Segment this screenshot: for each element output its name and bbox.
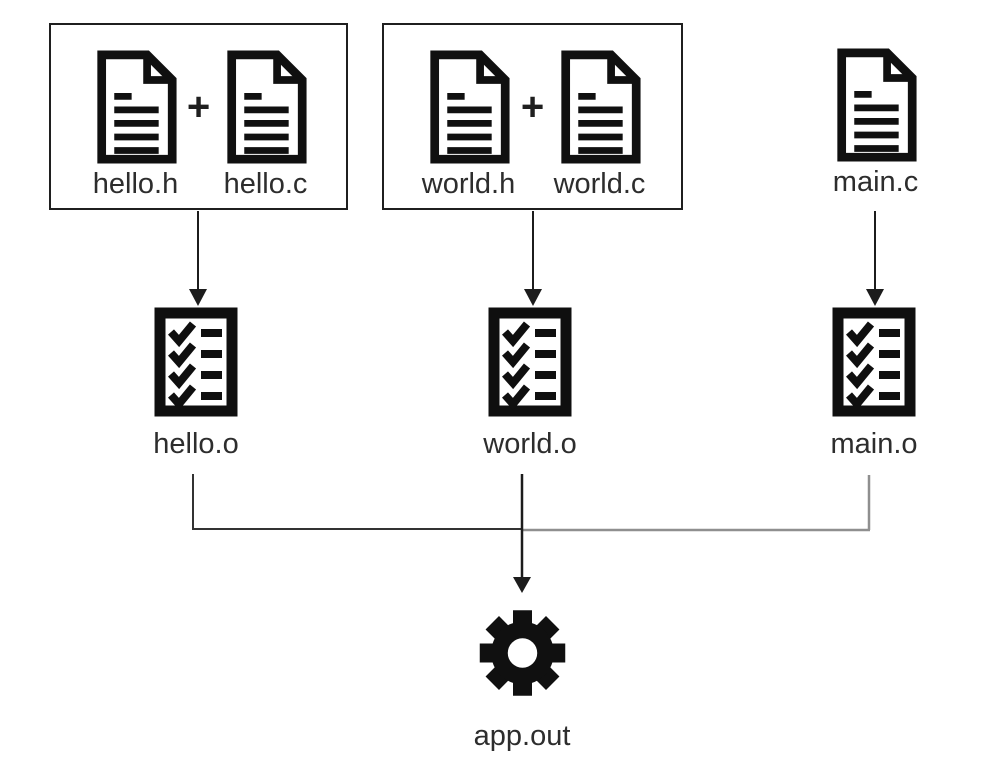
- file-label: main.o: [830, 428, 918, 460]
- gear-icon: [479, 610, 565, 696]
- file-label: app.out: [473, 720, 571, 752]
- file-label: world.h: [421, 168, 516, 200]
- source-file-main-c: main.c: [833, 47, 918, 199]
- checklist-icon: [154, 307, 238, 417]
- arrow-hello-to-hello-o: [189, 211, 207, 306]
- document-icon: [97, 50, 177, 164]
- file-label: hello.o: [153, 428, 239, 460]
- document-icon: [837, 48, 917, 162]
- source-file-hello-h: hello.h: [93, 49, 178, 201]
- checklist-icon: [488, 307, 572, 417]
- output-binary-app-out: app.out: [474, 605, 570, 753]
- file-label: world.o: [483, 428, 577, 460]
- file-label: hello.c: [223, 168, 308, 200]
- source-file-hello-c: hello.c: [223, 49, 308, 201]
- arrow-world-to-world-o: [524, 211, 542, 306]
- source-group-hello: hello.h + hello.c: [49, 23, 348, 210]
- plus-operator: +: [520, 85, 545, 129]
- file-label: hello.h: [92, 168, 179, 200]
- file-label: world.c: [553, 168, 646, 200]
- object-file-world-o: world.o: [483, 307, 577, 461]
- document-icon: [227, 50, 307, 164]
- checklist-icon: [832, 307, 916, 417]
- merge-connector: [192, 474, 871, 593]
- plus-operator: +: [186, 85, 211, 129]
- arrow-down-icon: [513, 577, 531, 593]
- source-file-world-c: world.c: [554, 49, 645, 201]
- source-group-world: world.h + world.c: [382, 23, 683, 210]
- document-icon: [561, 50, 641, 164]
- arrow-main-to-main-o: [866, 211, 884, 306]
- object-file-main-o: main.o: [830, 307, 918, 461]
- file-label: main.c: [832, 166, 919, 198]
- source-file-world-h: world.h: [422, 49, 515, 201]
- document-icon: [430, 50, 510, 164]
- object-file-hello-o: hello.o: [153, 307, 239, 461]
